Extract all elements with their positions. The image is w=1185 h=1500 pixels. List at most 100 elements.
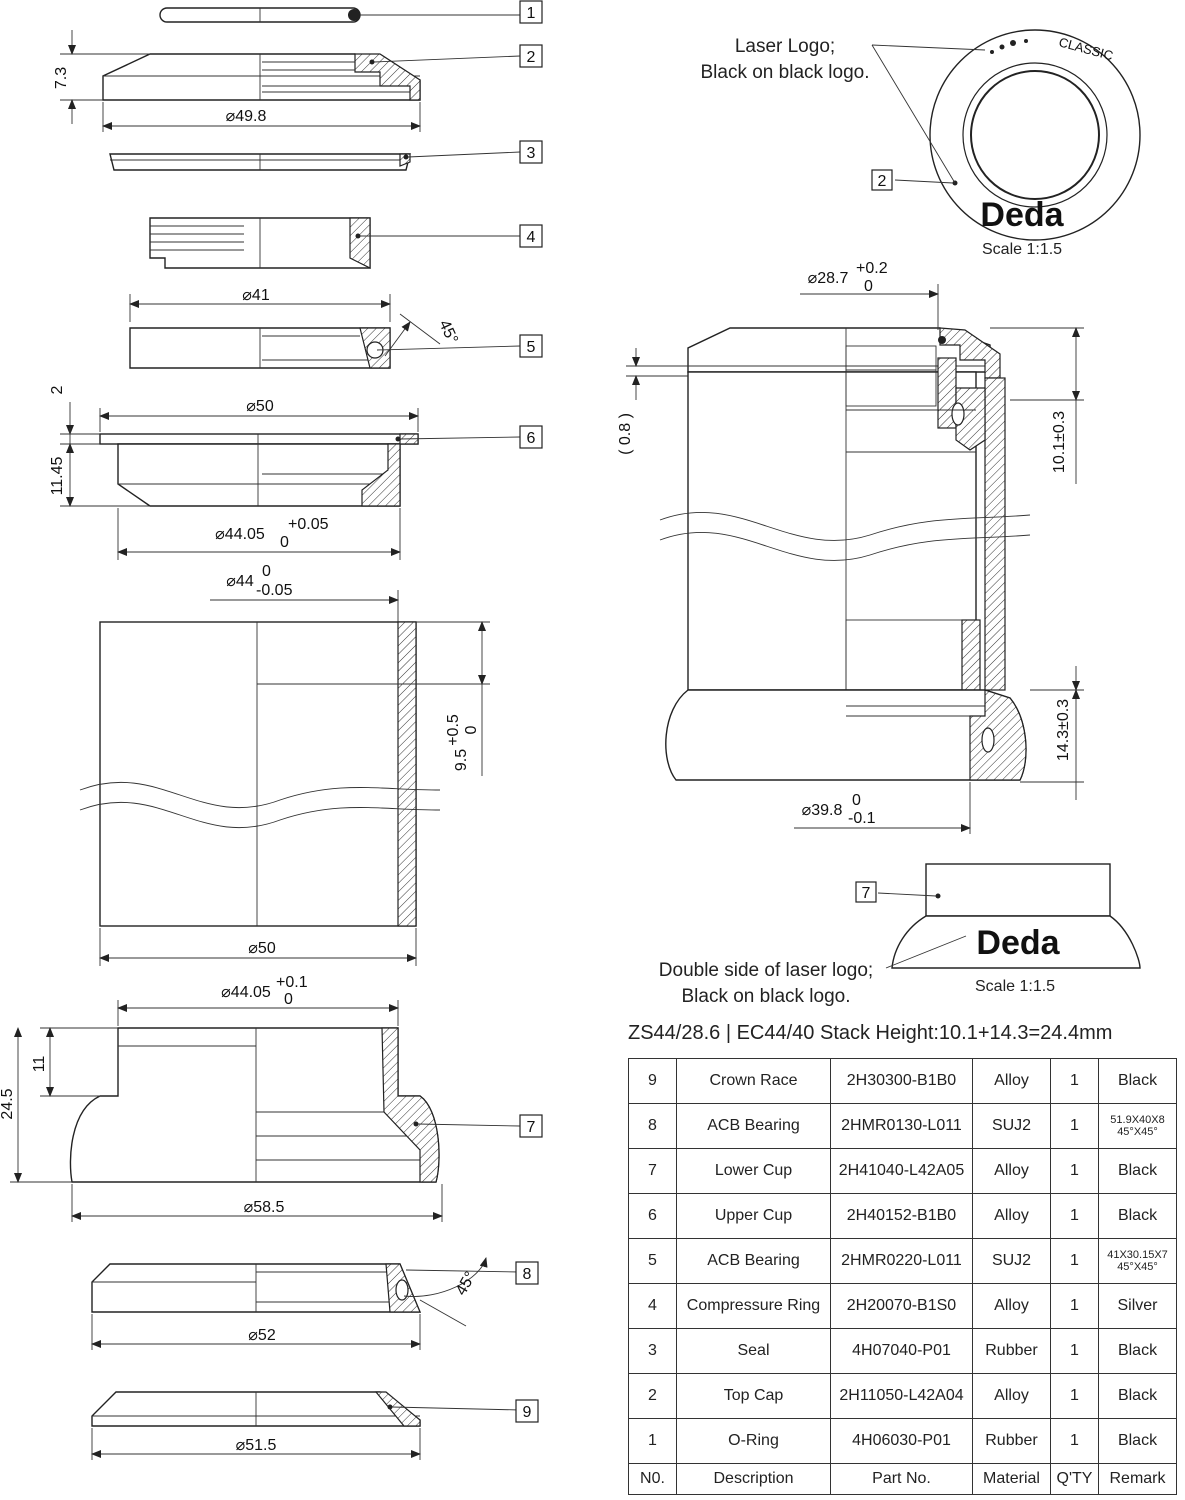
table-header-cell: Part No.	[830, 1463, 973, 1495]
dim-58.5: ⌀58.5	[71, 1184, 443, 1222]
assembly-section: ⌀28.7 +0.2 0 ( 0.8 ) 10.1±0.3 14.3±0.3	[617, 260, 1084, 834]
laser-logo-line-2: Black on black logo.	[700, 62, 870, 83]
dim-10.1: 10.1±0.3	[990, 327, 1084, 484]
table-cell-qty: 1	[1050, 1193, 1099, 1239]
table-cell-part: 2H11050-L42A04	[830, 1373, 973, 1419]
tag-9: 9	[523, 1404, 532, 1421]
table-cell-qty: 1	[1050, 1418, 1099, 1464]
dim-9.5: 9.5 +0.5 0	[445, 621, 486, 776]
table-cell-mat: SUJ2	[972, 1103, 1051, 1149]
table-cell-qty: 1	[1050, 1373, 1099, 1419]
table-cell-desc: ACB Bearing	[676, 1238, 831, 1284]
table-cell-mat: Alloy	[972, 1373, 1051, 1419]
dim-label: 7.3	[53, 67, 70, 89]
inset-tag-7: 7	[862, 885, 871, 902]
dim-label-sub: 0	[280, 534, 289, 551]
tag-4: 4	[527, 229, 536, 246]
dim-label: ⌀51.5	[236, 1437, 277, 1454]
dim-52: ⌀52	[91, 1314, 421, 1350]
dim-label: 11.45	[49, 456, 66, 495]
top-cap-plan-view: CLASSIC Deda 2	[871, 29, 1141, 241]
part-7-lower-cup: ⌀44.05 +0.1 0 11 24.5 ⌀58.5	[0, 974, 521, 1222]
dim-label-sup: +0.1	[276, 974, 308, 991]
part-tags: 1 2 3 4 5 6 7 8 9	[515, 0, 543, 1423]
dim-label-sup: +0.05	[288, 516, 329, 533]
table-cell-desc: Top Cap	[676, 1373, 831, 1419]
table-cell-part: 2HMR0130-L011	[830, 1103, 973, 1149]
dim-label: ⌀39.8	[802, 802, 843, 819]
dim-label: ⌀44	[226, 573, 254, 590]
dim-50-tube: ⌀50	[99, 928, 417, 966]
laser-logo-note: Laser Logo; Black on black logo.	[680, 34, 890, 86]
table-cell-remark: Black	[1098, 1418, 1177, 1464]
dim-label-sub: 0	[463, 725, 480, 734]
remark-line-1: 41X30.15X7	[1107, 1249, 1168, 1261]
dim-label: 45°	[453, 1269, 480, 1298]
tag-8: 8	[523, 1266, 532, 1283]
lower-cup-inset: Deda 7	[855, 863, 1141, 969]
dim-label: 2	[49, 385, 66, 394]
table-cell-part: 2H40152-B1B0	[830, 1193, 973, 1239]
dim-label: ⌀28.7	[808, 270, 849, 287]
part-6-upper-cup	[99, 433, 521, 507]
dim-label-sup: 0	[852, 792, 861, 809]
table-header-cell: N0.	[628, 1463, 677, 1495]
table-cell-no: 1	[628, 1418, 677, 1464]
dim-0.8: ( 0.8 )	[617, 348, 688, 455]
dim-2: 2	[49, 385, 100, 445]
table-cell-desc: Compressure Ring	[676, 1283, 831, 1329]
table-cell-mat: Alloy	[972, 1058, 1051, 1104]
table-header-cell: Remark	[1098, 1463, 1177, 1495]
dim-24.5: 24.5	[0, 1027, 72, 1183]
table-cell-qty: 1	[1050, 1328, 1099, 1374]
dim-label: 24.5	[0, 1088, 16, 1119]
dim-label: ⌀52	[248, 1327, 276, 1344]
table-header-cell: Description	[676, 1463, 831, 1495]
dim-14.3: 14.3±0.3	[1020, 666, 1084, 800]
table-cell-remark: Black	[1098, 1373, 1177, 1419]
part-3-seal	[109, 151, 521, 171]
remark-line-1: 51.9X40X8	[1110, 1114, 1165, 1126]
dim-label-sup: +0.5	[445, 714, 462, 746]
table-cell-part: 2HMR0220-L011	[830, 1238, 973, 1284]
table-header-cell: Material	[972, 1463, 1051, 1495]
table-cell-desc: ACB Bearing	[676, 1103, 831, 1149]
table-cell-no: 8	[628, 1103, 677, 1149]
table-cell-mat: Alloy	[972, 1148, 1051, 1194]
table-header-cell: Q'TY	[1050, 1463, 1099, 1495]
table-cell-no: 4	[628, 1283, 677, 1329]
dim-label: 11	[31, 1056, 48, 1073]
tag-3: 3	[527, 145, 536, 162]
table-cell-part: 2H41040-L42A05	[830, 1148, 973, 1194]
dim-label: ⌀49.8	[226, 108, 267, 125]
dim-49.8: ⌀49.8	[102, 102, 421, 132]
dim-label: ⌀58.5	[244, 1199, 285, 1216]
table-cell-mat: Rubber	[972, 1328, 1051, 1374]
tag-5: 5	[527, 339, 536, 356]
table-cell-remark: Black	[1098, 1193, 1177, 1239]
table-cell-mat: Rubber	[972, 1418, 1051, 1464]
dim-44.05: ⌀44.05 +0.05 0	[117, 508, 401, 560]
dim-50-top: ⌀50	[99, 398, 419, 432]
table-cell-remark: Black	[1098, 1148, 1177, 1194]
table-cell-qty: 1	[1050, 1238, 1099, 1284]
dim-label: ⌀44.05	[221, 984, 271, 1001]
table-cell-qty: 1	[1050, 1103, 1099, 1149]
dim-label-sup: 0	[262, 563, 271, 580]
table-cell-part: 4H06030-P01	[830, 1418, 973, 1464]
dim-label: ( 0.8 )	[617, 413, 634, 455]
table-cell-part: 4H07040-P01	[830, 1328, 973, 1374]
tag-6: 6	[527, 430, 536, 447]
dim-label: ⌀44.05	[215, 526, 265, 543]
table-cell-no: 5	[628, 1238, 677, 1284]
inset-tag-2: 2	[878, 173, 887, 190]
spec-line: ZS44/28.6 | EC44/40 Stack Height:10.1+14…	[628, 1022, 1113, 1044]
scale-label-top: Scale 1:1.5	[982, 241, 1063, 258]
dim-label: 10.1±0.3	[1051, 411, 1068, 473]
